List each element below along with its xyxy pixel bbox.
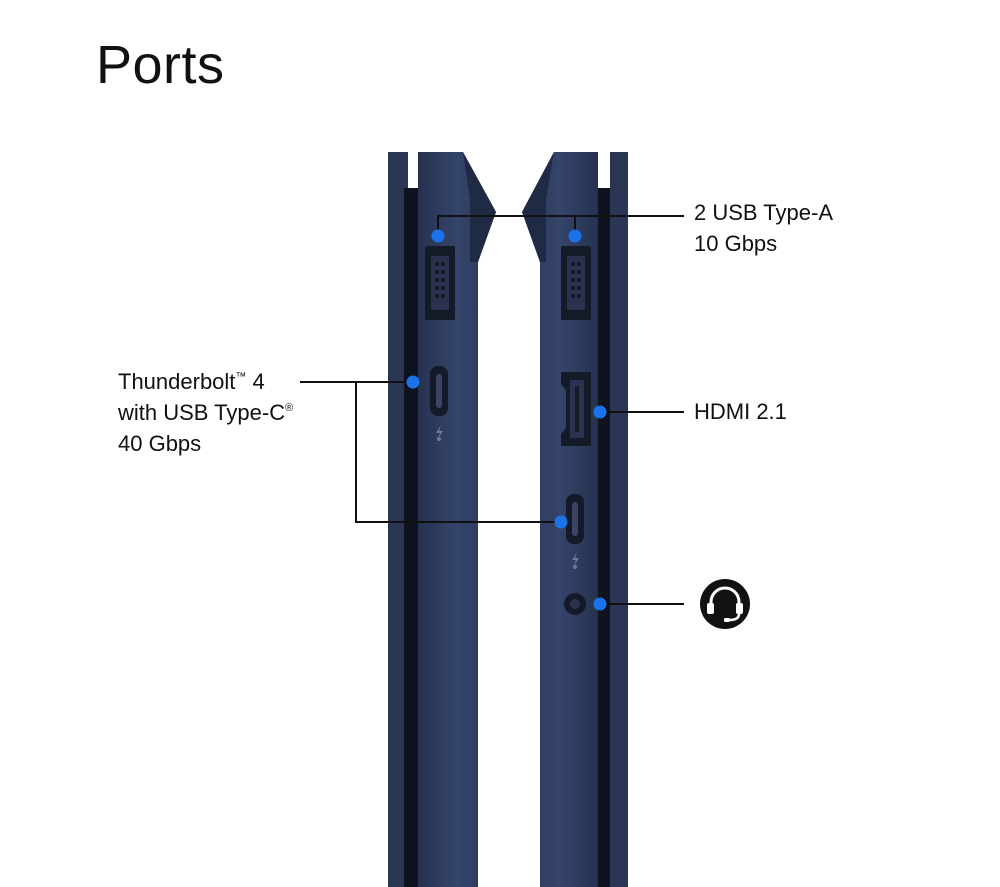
page-title: Ports: [96, 35, 225, 95]
callout-lines: [300, 215, 684, 605]
thunderbolt-label-line3: 40 Gbps: [118, 431, 202, 456]
thunderbolt-label-line1: Thunderbolt™ 4: [118, 369, 265, 394]
registered-mark: ®: [285, 402, 294, 414]
usb-a-label-line1: 2 USB Type-A: [694, 200, 833, 225]
hdmi-dot: [593, 405, 607, 419]
usb-a-label-line2: 10 Gbps: [694, 231, 778, 256]
left-lid-edge: [388, 152, 408, 887]
thunderbolt-icon: [436, 425, 443, 440]
right-laptop-side: [522, 152, 628, 887]
hdmi-label-line1: HDMI 2.1: [694, 399, 787, 424]
left-gap-stripe: [404, 188, 418, 887]
thunderbolt-label: Thunderbolt™ 4 with USB Type-C® 40 Gbps: [118, 366, 293, 459]
usb-a-label: 2 USB Type-A 10 Gbps: [694, 197, 833, 259]
hdmi-label: HDMI 2.1: [694, 396, 787, 427]
callout-dots: [406, 229, 607, 611]
usb-a-callout-line: [437, 215, 684, 236]
right-gap-stripe: [598, 188, 612, 887]
thunderbolt-dot-left: [406, 375, 420, 389]
left-base-side: [418, 152, 496, 887]
left-laptop-side: [388, 152, 496, 887]
headset-icon: [700, 579, 750, 629]
left-hinge: [463, 152, 496, 262]
usb-a-dot-left: [431, 229, 445, 243]
thunderbolt-label-line2: with USB Type-C®: [118, 400, 294, 425]
audio-dot: [593, 597, 607, 611]
right-hinge: [522, 152, 554, 262]
usb-a-dot-right: [568, 229, 582, 243]
trademark-mark: ™: [235, 371, 247, 383]
thunderbolt-dot-right: [554, 515, 568, 529]
thunderbolt-icon-right: [572, 552, 579, 567]
right-lid-edge: [610, 152, 628, 887]
